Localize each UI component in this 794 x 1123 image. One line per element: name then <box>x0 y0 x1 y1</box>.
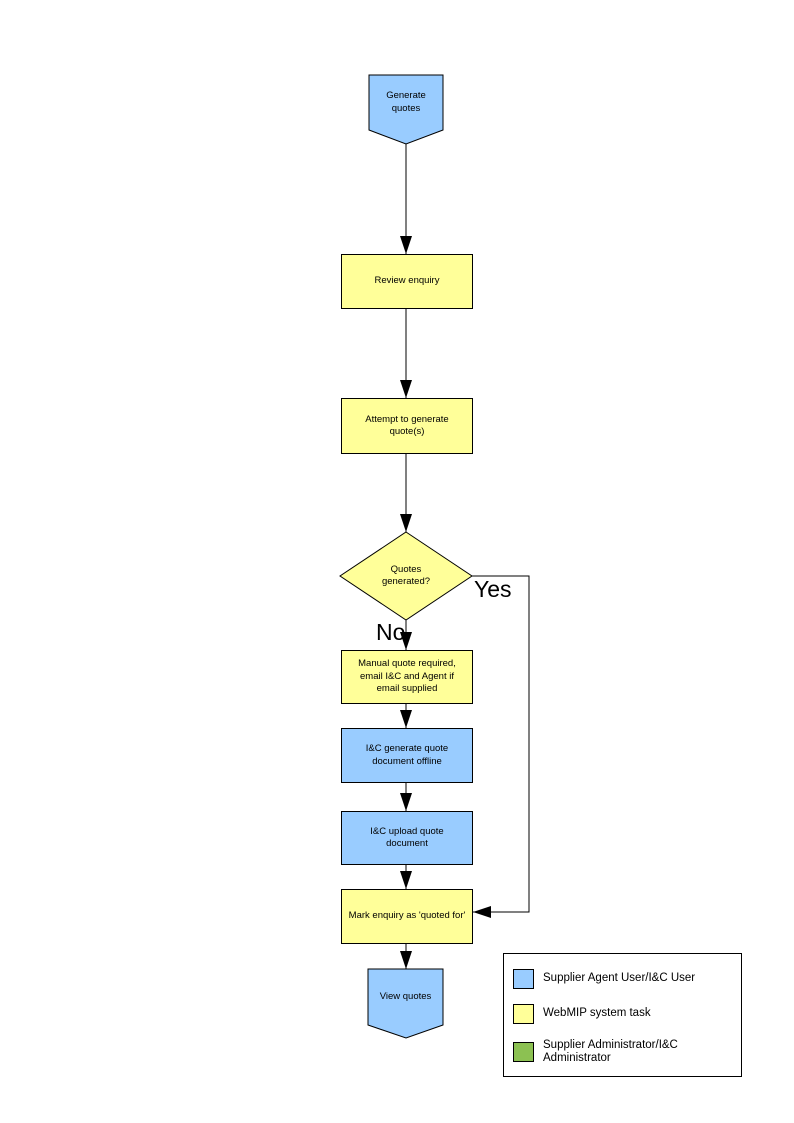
legend-swatch-admin <box>513 1042 534 1063</box>
process-review-enquiry: Review enquiry <box>341 254 473 309</box>
process-manual-quote: Manual quote required, email I&C and Age… <box>341 650 473 704</box>
process-label: Mark enquiry as 'quoted for' <box>348 910 466 922</box>
legend-row-system: WebMIP system task <box>513 1004 651 1024</box>
process-label: Attempt to generate quote(s) <box>365 413 449 437</box>
branch-no-label: No <box>376 619 406 645</box>
decision-label-text: Quotes generated? <box>381 563 431 587</box>
start-offpage-label: Generate quotes <box>369 75 443 130</box>
process-label: Review enquiry <box>374 275 440 287</box>
branch-yes-label: Yes <box>474 576 512 602</box>
legend-row-admin: Supplier Administrator/I&C Administrator <box>513 1039 733 1065</box>
process-generate-offline: I&C generate quote document offline <box>341 728 473 783</box>
process-attempt-generate: Attempt to generate quote(s) <box>341 398 473 454</box>
process-label: Manual quote required, email I&C and Age… <box>358 658 456 695</box>
legend-swatch-actor <box>513 969 534 989</box>
decision-label: Quotes generated? <box>340 532 472 620</box>
legend-label-admin: Supplier Administrator/I&C Administrator <box>543 1039 678 1065</box>
start-label-text: Generate quotes <box>386 90 426 114</box>
legend-swatch-system <box>513 1004 534 1024</box>
legend-label-actor: Supplier Agent User/I&C User <box>543 972 696 985</box>
process-label: I&C generate quote document offline <box>365 743 449 767</box>
end-offpage-shape <box>367 968 444 1039</box>
legend-row-actor: Supplier Agent User/I&C User <box>513 969 695 989</box>
legend-label-system: WebMIP system task <box>543 1007 651 1020</box>
connector-decision-mark-yes <box>472 575 530 918</box>
end-label-text: View quotes <box>379 990 432 1002</box>
process-upload-document: I&C upload quote document <box>341 811 473 865</box>
process-label: I&C upload quote document <box>370 825 444 849</box>
start-offpage-shape <box>368 74 444 145</box>
process-mark-quoted: Mark enquiry as 'quoted for' <box>341 889 473 944</box>
end-offpage-label: View quotes <box>368 969 443 1025</box>
legend: Supplier Agent User/I&C User WebMIP syst… <box>503 953 742 1077</box>
